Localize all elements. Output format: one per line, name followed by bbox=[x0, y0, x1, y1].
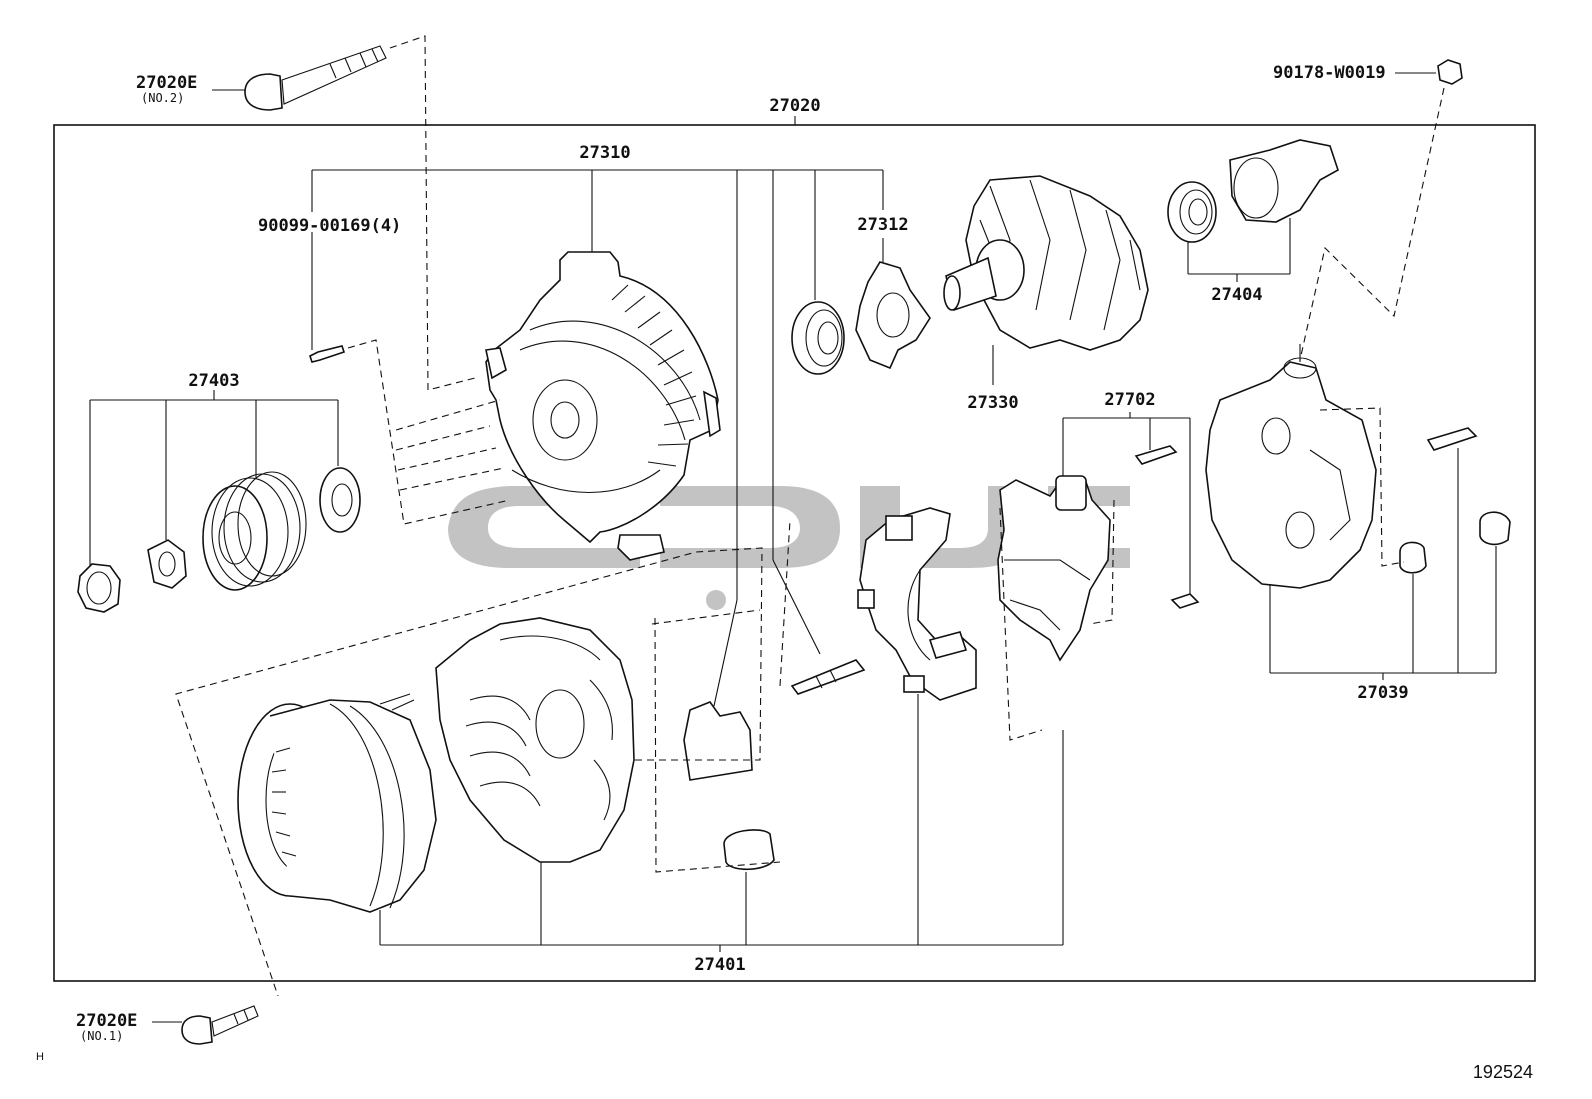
pulley-set: 27403 bbox=[77, 371, 361, 613]
label-27330: 27330 bbox=[967, 393, 1018, 413]
label-27404: 27404 bbox=[1211, 285, 1262, 305]
drive-end-frame: 27310 90099-00169(4) bbox=[258, 143, 883, 561]
rear-bearing-cover: 27404 bbox=[1167, 139, 1339, 305]
label-27020e-top-sub: (NO.2) bbox=[141, 91, 184, 105]
through-bolt-no1: 27020E (NO.1) bbox=[76, 1005, 259, 1045]
frame-screw bbox=[309, 339, 511, 525]
bearing-retainer: 27312 bbox=[736, 170, 931, 600]
label-27039: 27039 bbox=[1357, 683, 1408, 703]
terminal-nut: 90178-W0019 bbox=[1273, 59, 1463, 361]
label-27403: 27403 bbox=[188, 371, 239, 391]
rectifier-end-frame: 27039 bbox=[1205, 344, 1511, 703]
label-90178: 90178-W0019 bbox=[1273, 63, 1386, 83]
regulator-assembly: 27702 bbox=[997, 390, 1200, 741]
footer-left-mark: H bbox=[36, 1051, 44, 1063]
label-27020e-bottom-sub: (NO.1) bbox=[80, 1029, 123, 1043]
brush-holder bbox=[857, 507, 977, 945]
label-27310: 27310 bbox=[579, 143, 630, 163]
label-27702: 27702 bbox=[1104, 390, 1155, 410]
drawing-number: 192524 bbox=[1473, 1062, 1533, 1082]
label-27312: 27312 bbox=[857, 215, 908, 235]
label-27020e-top: 27020E bbox=[136, 73, 197, 93]
label-27401: 27401 bbox=[694, 955, 745, 975]
label-27020: 27020 bbox=[769, 96, 820, 116]
stator-and-frame: 27401 bbox=[175, 519, 1064, 997]
through-bolt-no2: 27020E (NO.2) bbox=[136, 35, 476, 391]
assembly-frame: 27020 bbox=[53, 96, 1536, 982]
label-27020e-bottom: 27020E bbox=[76, 1011, 137, 1031]
label-90099: 90099-00169(4) bbox=[258, 216, 401, 236]
rotor-assembly: 27330 bbox=[943, 175, 1149, 413]
